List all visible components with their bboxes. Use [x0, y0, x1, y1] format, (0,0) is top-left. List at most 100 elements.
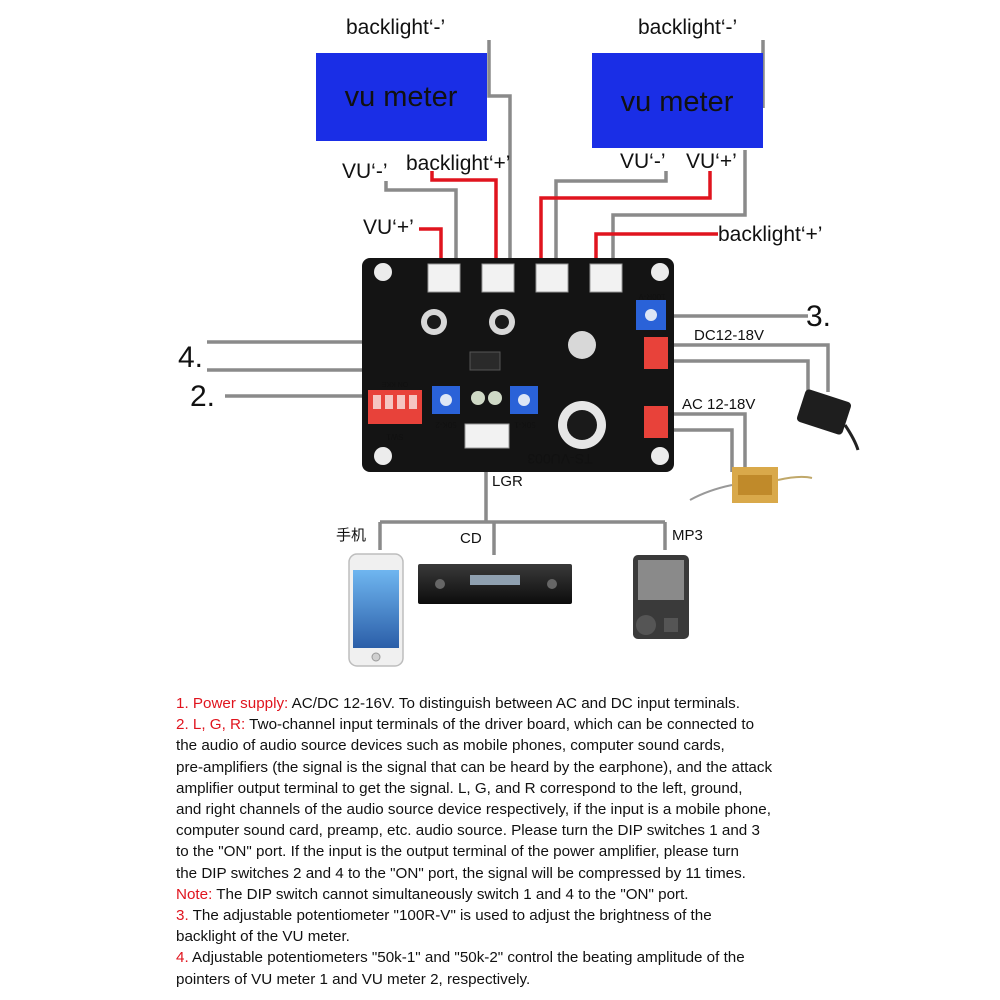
note-label: 3.: [176, 907, 189, 925]
wire-vu-minus-right: [554, 171, 668, 272]
note-line: backlight of the VU meter.: [176, 926, 976, 947]
note-label: 4.: [176, 949, 189, 967]
wire-vu-plus-left: [419, 227, 443, 272]
connector-backlight-right: [589, 263, 623, 293]
notes: 1. Power supply: AC/DC 12-16V. To distin…: [176, 693, 976, 990]
label-lgr: LGR: [492, 473, 523, 490]
label-backlight-minus-left: backlight‘-’: [346, 16, 445, 39]
ic-chip: [469, 351, 501, 371]
note-text: to the "ON" port. If the input is the ou…: [176, 843, 739, 861]
note-text: Adjustable potentiometers "50k-1" and "5…: [188, 949, 745, 967]
connector-vu-right: [535, 263, 569, 293]
note-label: 2. L, G, R:: [176, 716, 246, 734]
wire-backlight-plus-left: [430, 171, 498, 272]
note-line: 3. The adjustable potentiometer "100R-V"…: [176, 905, 976, 926]
wire-vu-plus-right: [539, 171, 712, 272]
wiring-diagram: vu meter vu meter backlight‘-’ backlight…: [178, 16, 860, 667]
potentiometer-100r-v: [636, 300, 666, 330]
note-label: 1. Power supply:: [176, 695, 289, 712]
note-line: Note: The DIP switch cannot simultaneous…: [176, 884, 976, 905]
led: [488, 391, 502, 405]
pot-backlight-text: 100R-V: [638, 292, 666, 301]
wire-backlight-plus-right: [611, 150, 747, 272]
note-line: pointers of VU meter 1 and VU meter 2, r…: [176, 969, 976, 990]
connector-lgr: [464, 423, 510, 449]
note-text: computer sound card, preamp, etc. audio …: [176, 822, 760, 840]
connector-vu-left: [427, 263, 461, 293]
note-text: AC/DC 12-16V. To distinguish between AC …: [288, 695, 740, 712]
label-vu-minus-left: VU‘-’: [342, 160, 388, 183]
note-text: The adjustable potentiometer "100R-V" is…: [188, 907, 712, 925]
label-vu-minus-right: VU‘-’: [620, 150, 666, 173]
mounting-hole: [651, 447, 669, 465]
note-text: pointers of VU meter 1 and VU meter 2, r…: [176, 970, 531, 988]
note-text: backlight of the VU meter.: [176, 928, 350, 946]
note-line: the audio of audio source devices such a…: [176, 735, 976, 756]
wire-dc: [667, 343, 830, 392]
note-line: computer sound card, preamp, etc. audio …: [176, 820, 976, 841]
note-text: pre-amplifiers (the signal is the signal…: [176, 758, 773, 776]
wire-ac: [667, 412, 747, 472]
vu-meter-right-label: vu meter: [621, 86, 734, 118]
mounting-hole: [374, 263, 392, 281]
meter-connectors: [427, 263, 623, 293]
wire-vu-minus-left: [384, 181, 458, 272]
note-text: the DIP switches 2 and 4 to the "ON" por…: [176, 864, 746, 882]
capacitor: [495, 315, 509, 329]
label-ac-input: AC 12-18V: [682, 396, 755, 413]
note-label: Note:: [176, 885, 213, 903]
note-line: 1. Power supply: AC/DC 12-16V. To distin…: [176, 693, 976, 714]
transformer: [689, 467, 813, 503]
dc-adapter: [796, 389, 860, 451]
mp3-player-device: [633, 555, 689, 639]
label-source-mp3: MP3: [672, 527, 703, 544]
label-vu-plus-left: VU‘+’: [363, 216, 414, 239]
cd-player-device: [418, 564, 572, 604]
note-line: 2. L, G, R: Two-channel input terminals …: [176, 714, 976, 735]
mounting-hole: [374, 447, 392, 465]
vu-meter-left: vu meter: [316, 53, 487, 141]
phone-device: [348, 553, 404, 667]
label-source-cd: CD: [460, 530, 482, 547]
dip-label-text: SW1: [386, 432, 404, 441]
driver-board: TS-VU003 50K-2 50K-1 100R-V SW1 ON KKE: [362, 258, 674, 472]
note-line: the DIP switches 2 and 4 to the "ON" por…: [176, 863, 976, 884]
dip-switch: [368, 390, 422, 424]
label-dc-input: DC12-18V: [694, 327, 764, 344]
capacitor-large: [568, 331, 596, 359]
label-backlight-plus-right: backlight‘+’: [718, 223, 822, 246]
note-text: and right channels of the audio source d…: [176, 801, 771, 819]
note-line: to the "ON" port. If the input is the ou…: [176, 841, 976, 862]
vu-meter-left-label: vu meter: [345, 81, 458, 113]
vu-meter-right: vu meter: [592, 53, 763, 148]
dip-marks-text: ON KKE: [381, 380, 408, 387]
wire-dc-2: [667, 359, 810, 392]
capacitor: [427, 315, 441, 329]
note-text: amplifier output terminal to get the sig…: [176, 779, 743, 797]
pot-left-text: 50K-2: [435, 420, 457, 429]
label-source-phone: 手机: [336, 527, 366, 544]
wire-ac-2: [667, 428, 734, 472]
mounting-hole: [651, 263, 669, 281]
note-line: 4. Adjustable potentiometers "50k-1" and…: [176, 947, 976, 968]
note-text: The DIP switch cannot simultaneously swi…: [212, 885, 689, 903]
note-line: pre-amplifiers (the signal is the signal…: [176, 757, 976, 778]
note-text: Two-channel input terminals of the drive…: [245, 716, 755, 734]
callout-2: 2.: [190, 380, 215, 413]
label-backlight-plus-left: backlight‘+’: [406, 152, 510, 175]
note-line: and right channels of the audio source d…: [176, 799, 976, 820]
callout-3: 3.: [806, 300, 831, 333]
pot-right-text: 50K-1: [514, 420, 536, 429]
board-model-text: TS-VU003: [527, 451, 593, 467]
callout-4: 4.: [178, 341, 203, 374]
label-vu-plus-right: VU‘+’: [686, 150, 737, 173]
wires: [207, 40, 830, 555]
wire-backlight-minus-left: [487, 40, 512, 272]
note-line: amplifier output terminal to get the sig…: [176, 778, 976, 799]
potentiometer-50k-2: [432, 386, 460, 414]
dc-terminal: [644, 337, 668, 369]
potentiometer-50k-1: [510, 386, 538, 414]
connector-backlight-left: [481, 263, 515, 293]
note-text: the audio of audio source devices such a…: [176, 737, 725, 755]
label-backlight-minus-right: backlight‘-’: [638, 16, 737, 39]
